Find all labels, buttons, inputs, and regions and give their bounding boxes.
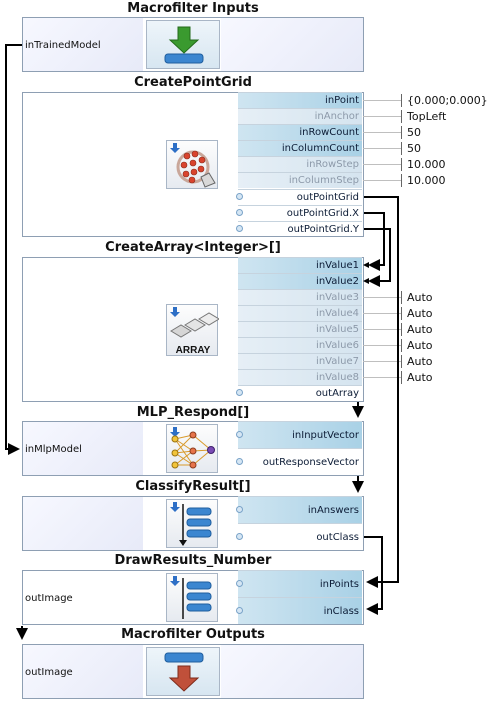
macrofilter-outputs-block[interactable]: outImage (22, 644, 364, 699)
in-value8-port[interactable]: inValue8 (238, 369, 362, 385)
in-anchor-port[interactable]: inAnchor (238, 108, 362, 124)
handle-dot[interactable] (236, 458, 243, 465)
array-icon-label: ARRAY (176, 345, 211, 356)
mlp-respond-title: MLP_Respond[] (136, 405, 250, 420)
create-point-grid-title: CreatePointGrid (134, 75, 252, 90)
handle-dot[interactable] (236, 533, 243, 540)
handle-dot[interactable] (236, 431, 243, 438)
in-value2-port[interactable]: inValue2 (238, 273, 362, 289)
draw-results-title: DrawResults_Number (114, 553, 272, 568)
in-row-count-port[interactable]: inRowCount (238, 124, 362, 140)
handle-dot[interactable] (236, 607, 243, 614)
handle-dot[interactable] (236, 580, 243, 587)
in-value3-value[interactable]: Auto (401, 291, 433, 304)
out-point-grid-y-port[interactable]: outPointGrid.Y (238, 221, 362, 236)
in-column-step-value[interactable]: 10.000 (401, 174, 446, 187)
in-mlp-model-port[interactable]: inMlpModel (25, 444, 82, 455)
handle-dot[interactable] (236, 209, 243, 216)
in-value4-value[interactable]: Auto (401, 307, 433, 320)
macrofilter-out-image-port[interactable]: outImage (25, 667, 73, 678)
handle-dot[interactable] (236, 506, 243, 513)
output-icon (146, 647, 220, 696)
in-value7-value[interactable]: Auto (401, 355, 433, 368)
handle-dot[interactable] (236, 193, 243, 200)
macrofilter-outputs-title: Macrofilter Outputs (121, 627, 265, 642)
in-value8-value[interactable]: Auto (401, 371, 433, 384)
in-value7-port[interactable]: inValue7 (238, 353, 362, 369)
in-point-value[interactable]: {0.000;0.000} (401, 94, 488, 107)
in-value4-port[interactable]: inValue4 (238, 305, 362, 321)
in-value6-value[interactable]: Auto (401, 339, 433, 352)
out-class-port[interactable]: outClass (238, 523, 362, 550)
handle-dot[interactable] (236, 389, 243, 396)
in-column-count-value[interactable]: 50 (401, 142, 421, 155)
point-grid-icon (166, 140, 218, 189)
in-point-port[interactable]: inPoint (238, 92, 362, 108)
out-image-port[interactable]: outImage (25, 593, 73, 604)
in-row-count-value[interactable]: 50 (401, 126, 421, 139)
draw-results-icon (166, 573, 218, 622)
classify-icon (166, 499, 218, 548)
in-value3-port[interactable]: inValue3 (238, 289, 362, 305)
in-row-step-value[interactable]: 10.000 (401, 158, 446, 171)
out-response-vector-port[interactable]: outResponseVector (238, 448, 362, 475)
in-anchor-value[interactable]: TopLeft (401, 110, 446, 123)
in-input-vector-port[interactable]: inInputVector (238, 421, 362, 448)
out-point-grid-port[interactable]: outPointGrid (238, 189, 362, 205)
in-value6-port[interactable]: inValue6 (238, 337, 362, 353)
handle-dot[interactable] (236, 225, 243, 232)
macrofilter-inputs-block[interactable]: inTrainedModel (22, 17, 364, 72)
in-answers-port[interactable]: inAnswers (238, 496, 362, 523)
in-value5-value[interactable]: Auto (401, 323, 433, 336)
out-array-port[interactable]: outArray (238, 385, 362, 401)
neural-network-icon (166, 424, 218, 473)
in-trained-model-port[interactable]: inTrainedModel (25, 40, 101, 51)
in-column-count-port[interactable]: inColumnCount (238, 140, 362, 156)
in-value5-port[interactable]: inValue5 (238, 321, 362, 337)
in-row-step-port[interactable]: inRowStep (238, 156, 362, 172)
array-icon: ARRAY (166, 304, 220, 356)
in-points-port[interactable]: inPoints (238, 570, 362, 597)
create-array-title: CreateArray<Integer>[] (105, 240, 281, 255)
out-point-grid-x-port[interactable]: outPointGrid.X (238, 205, 362, 221)
macrofilter-inputs-title: Macrofilter Inputs (127, 1, 259, 16)
in-column-step-port[interactable]: inColumnStep (238, 172, 362, 188)
in-class-port[interactable]: inClass (238, 597, 362, 624)
input-icon (146, 20, 220, 69)
classify-result-title: ClassifyResult[] (135, 479, 251, 494)
in-value1-port[interactable]: inValue1 (238, 257, 362, 273)
